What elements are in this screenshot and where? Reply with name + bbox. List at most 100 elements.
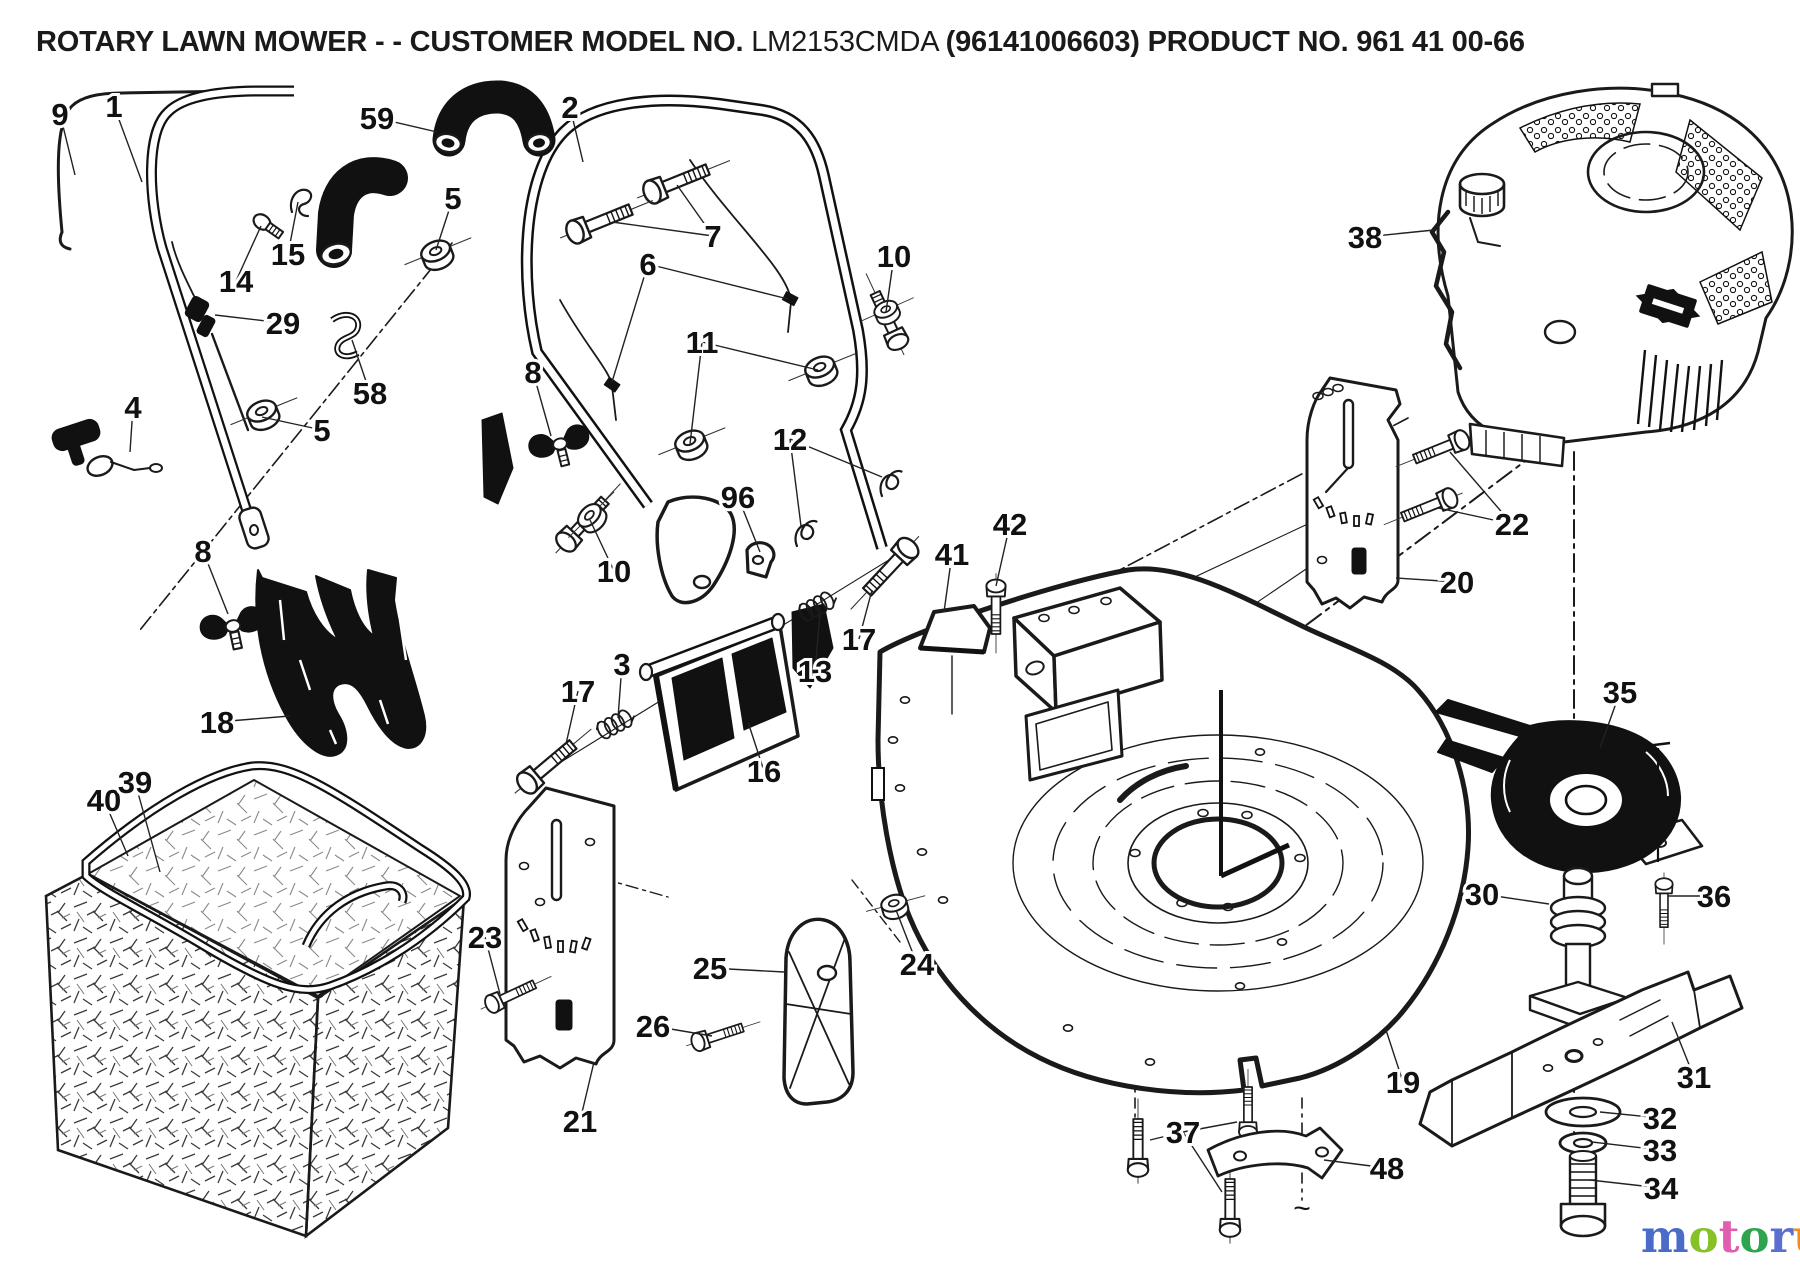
cable-29: [171, 241, 197, 301]
callout-leader-37: [1182, 1121, 1238, 1133]
handle-mount-box: [1012, 586, 1164, 714]
callout-leader-22: [1437, 507, 1513, 525]
callout-leader-37: [1182, 1131, 1223, 1193]
callout-leader-20: [1395, 577, 1458, 583]
callout-leader-8: [202, 550, 229, 615]
callout-leader-31: [1671, 1021, 1695, 1078]
engine-38: [1429, 82, 1794, 468]
callout-leader-17: [565, 690, 579, 745]
handle-2-left-leg-end: [655, 495, 736, 605]
grass-bag: [44, 761, 472, 1239]
watermark-letter: o: [1739, 1210, 1770, 1263]
part-callout-2: 2: [561, 90, 578, 125]
bolt-22-a: [1390, 424, 1480, 478]
callout-leader-7: [611, 221, 714, 237]
watermark-letter: m: [1641, 1210, 1689, 1263]
callout-leader-4: [129, 406, 134, 453]
callout-leader-34: [1589, 1179, 1662, 1189]
callout-leader-8: [532, 371, 552, 437]
nut-5-lower: [225, 386, 305, 443]
callout-leader-26: [652, 1025, 713, 1037]
callout-leader-48: [1323, 1159, 1388, 1169]
part-callout-11: 11: [686, 325, 719, 360]
callout-leader-6: [647, 263, 789, 300]
callout-leader-19: [1385, 1029, 1404, 1083]
part-callout-3: 3: [613, 647, 630, 682]
fasteners-upper: [196, 148, 921, 657]
part-callout-7: 7: [704, 219, 721, 254]
part-callout-34: 34: [1644, 1171, 1679, 1206]
fuel-cap: [1458, 172, 1506, 247]
part-callout-40: 40: [87, 783, 121, 818]
watermark-letter: t: [1718, 1210, 1740, 1263]
blade-bolt-34: [1559, 1150, 1607, 1238]
part-callout-8: 8: [524, 355, 541, 390]
watermark-letter: r: [1769, 1210, 1794, 1263]
part-callout-30: 30: [1465, 877, 1499, 912]
callout-leader-39: [134, 781, 161, 873]
cable-adjuster-29: [184, 295, 210, 323]
title-segment-2: (96141006603) PRODUCT NO. 961 41 00-66: [945, 26, 1525, 58]
part-callout-21: 21: [563, 1104, 597, 1139]
callout-leader-12: [789, 438, 802, 527]
callout-leader-2: [569, 106, 584, 163]
part-callout-10: 10: [597, 554, 631, 589]
part-callout-96: 96: [721, 480, 755, 515]
part-callout-59: 59: [360, 101, 394, 136]
part-callout-23: 23: [468, 920, 502, 955]
handle-bracket-18: [255, 569, 427, 757]
part-callout-48: 48: [1370, 1151, 1404, 1186]
callout-leader-14: [235, 225, 262, 282]
part-callout-32: 32: [1643, 1101, 1677, 1136]
callout-leader-10: [589, 519, 615, 572]
callout-leader-12: [789, 438, 883, 478]
deck-center-hole: [1151, 816, 1285, 910]
mower-deck-19: [871, 566, 1471, 1096]
grip-elbow-left: [316, 157, 408, 268]
bolt-36: [1654, 871, 1674, 946]
part-callout-19: 19: [1386, 1065, 1420, 1100]
spring-3: [593, 705, 639, 742]
wing-knob-8-right: [525, 421, 596, 474]
callout-leader-41: [943, 553, 953, 613]
engine-bracket-20: [1305, 376, 1402, 610]
callout-leader-3: [617, 663, 623, 719]
bolt-7-b: [554, 188, 659, 251]
callout-leader-32: [1599, 1111, 1661, 1119]
callout-leader-58: [351, 339, 371, 394]
part-callout-41: 41: [935, 537, 969, 572]
part-callout-33: 33: [1643, 1133, 1677, 1168]
part-callout-26: 26: [636, 1009, 670, 1044]
belt-cover-35: [1435, 699, 1704, 874]
callout-leader-25: [709, 967, 785, 973]
callout-leader-96: [737, 496, 761, 553]
cable-clamp-96: [745, 541, 776, 579]
callout-leader-13: [814, 613, 821, 672]
callout-leader-24: [895, 909, 918, 965]
nut-5-upper: [399, 226, 479, 283]
recoil-handle-4: [51, 418, 163, 477]
part-callout-29: 29: [266, 306, 300, 341]
part-callout-8: 8: [194, 534, 211, 569]
plate-41: [918, 604, 992, 715]
screw-14: [252, 213, 285, 240]
callout-leader-6: [611, 263, 649, 383]
part-callout-15: 15: [271, 237, 305, 272]
deck-window: [1024, 688, 1124, 782]
callout-leader-11: [701, 341, 819, 371]
callout-leader-21: [579, 1061, 595, 1122]
watermark-logo: motoruf.de: [1641, 1214, 1800, 1259]
callout-leader-33: [1591, 1141, 1661, 1151]
callout-leader-30: [1481, 893, 1550, 905]
washer-32: [1544, 1096, 1622, 1128]
callout-leader-17: [858, 589, 873, 640]
part-callout-6: 6: [639, 247, 656, 282]
part-callout-24: 24: [900, 947, 935, 982]
page-title: ROTARY LAWN MOWER - - CUSTOMER MODEL NO.…: [36, 26, 1525, 59]
callout-leader-23: [484, 936, 501, 995]
callout-leader-59: [376, 117, 438, 133]
handle-bracket-21: [504, 786, 616, 1070]
part-callout-5: 5: [444, 181, 461, 216]
nut-11-a: [783, 342, 863, 399]
watermark-letter: u: [1793, 1210, 1800, 1263]
